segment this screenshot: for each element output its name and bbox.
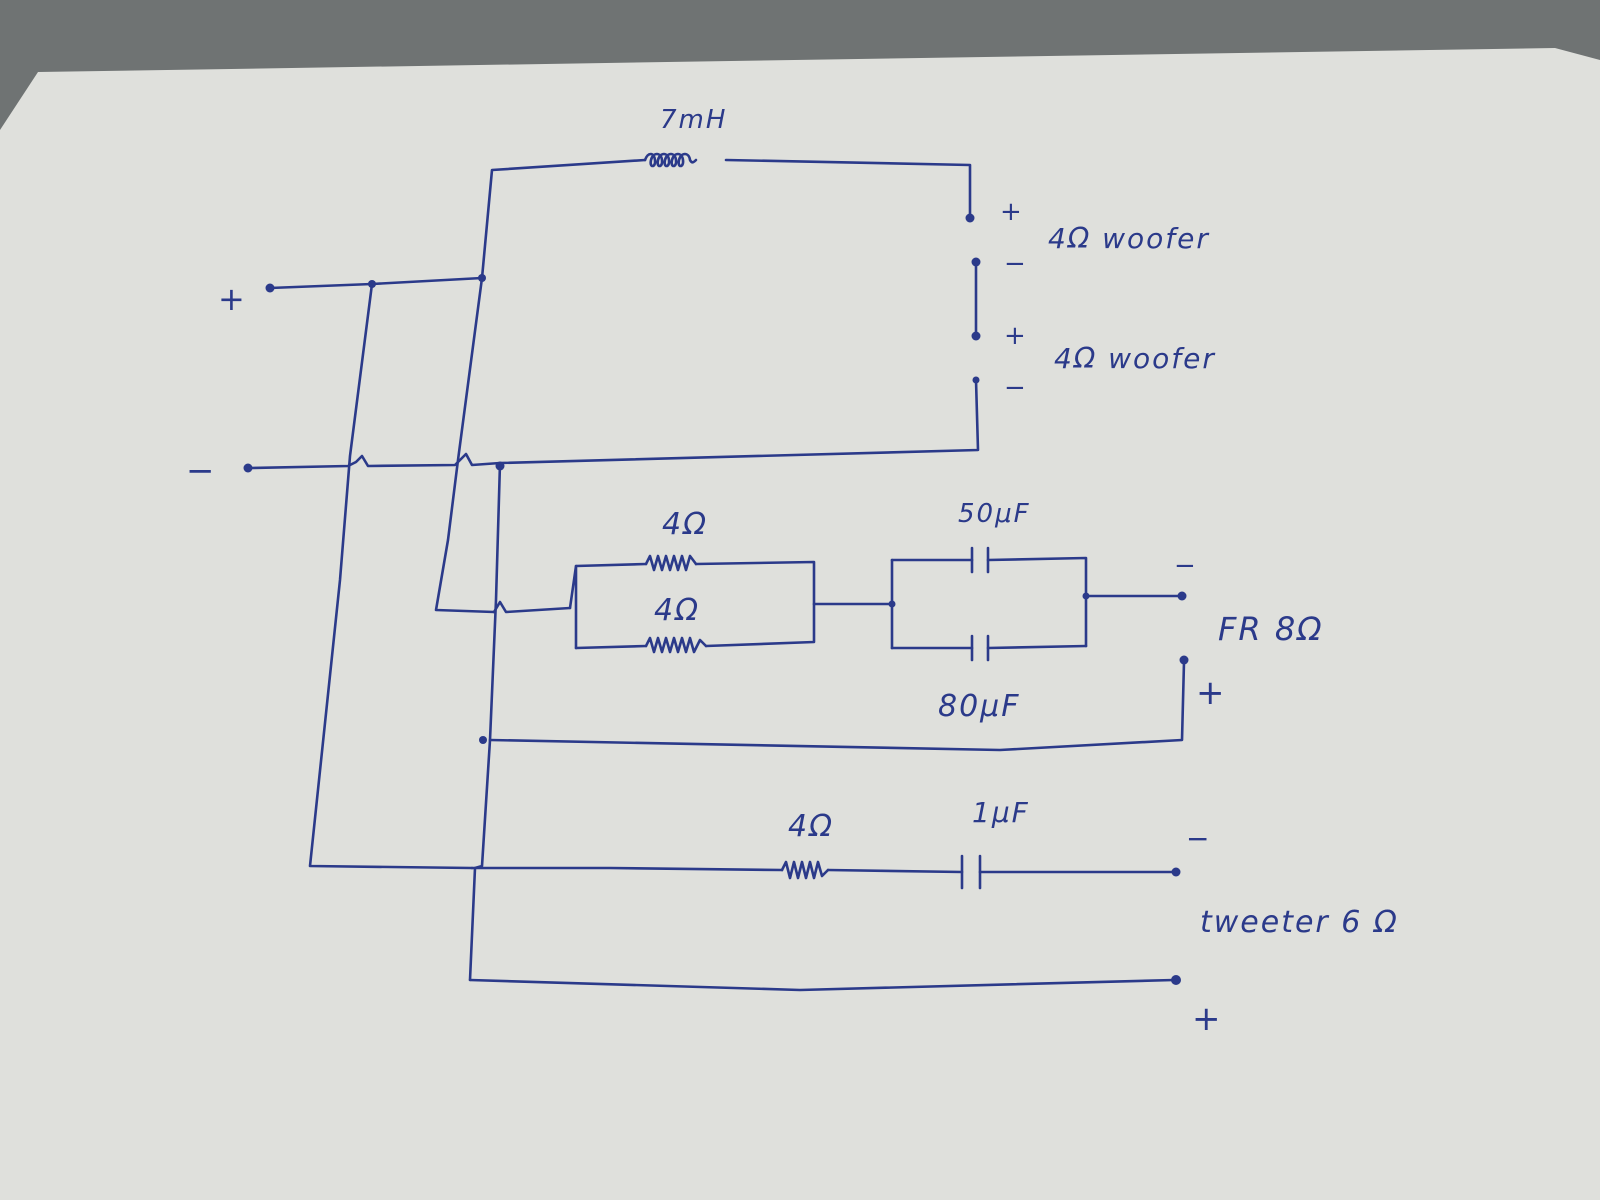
- woofer2-plus-terminal: [971, 331, 981, 341]
- inductor-coil: [643, 152, 698, 168]
- cap-top-label: 50μF: [958, 499, 1031, 529]
- tweeter-cap-label: 1μF: [972, 796, 1030, 829]
- paper-sheet: [0, 48, 1600, 1200]
- cap-bottom-label: 80μF: [938, 689, 1021, 724]
- res-top-wire-left: [574, 562, 648, 568]
- tweeter-plus-terminal: [1171, 975, 1181, 985]
- woofer1-minus-label: −: [1004, 249, 1028, 279]
- woofer2-minus-terminal: [972, 376, 980, 384]
- input-plus-label: +: [218, 280, 247, 318]
- input-minus-terminal: [243, 463, 253, 473]
- woofer1-label: 4Ω woofer: [1048, 222, 1210, 255]
- woofer2-label: 4Ω woofer: [1054, 342, 1216, 375]
- woofer2-plus-label: +: [1004, 321, 1028, 351]
- tweeter-plus-label: +: [1192, 999, 1223, 1039]
- resistor-bottom-zigzag: [644, 636, 708, 654]
- tweeter-feed-wire: [470, 866, 784, 872]
- tweeter-minus-label: −: [1186, 822, 1211, 855]
- fr-plus-label: +: [1196, 673, 1227, 713]
- fr-minus-terminal: [1177, 591, 1187, 601]
- junction-res-cap: [888, 600, 896, 608]
- tweeter-label: tweeter 6 Ω: [1200, 905, 1399, 940]
- junction-cap-out: [1082, 592, 1090, 600]
- junction-plus-1: [368, 280, 376, 288]
- plus-to-fr-bus: [434, 276, 496, 614]
- input-minus-label: −: [186, 451, 217, 491]
- tweeter-return-wire: [468, 978, 1176, 992]
- tweeter-minus-terminal: [1171, 867, 1181, 877]
- woofer2-minus-label: −: [1004, 373, 1028, 403]
- woofer-return-wire: [498, 378, 980, 465]
- components: [643, 152, 990, 890]
- tweeter-res-label: 4Ω: [788, 809, 834, 844]
- resistor-top-zigzag: [644, 554, 698, 572]
- woofer1-minus-terminal: [971, 257, 981, 267]
- plus-to-inductor-wire: [480, 158, 647, 280]
- minus-bus: [468, 461, 502, 982]
- junction-plus-2: [478, 274, 486, 282]
- junctions: [243, 213, 1189, 985]
- woofer1-plus-terminal: [965, 213, 975, 223]
- cap-top-wire-right: [986, 556, 1088, 648]
- plus-to-tweeter-bus: [308, 282, 474, 870]
- labels: 7mH + − + − 4Ω woofer + − 4Ω woofer 4Ω 4…: [186, 105, 1399, 1039]
- wires: [248, 158, 1186, 992]
- tweeter-res-to-cap-wire: [826, 868, 964, 874]
- junction-minus-bus: [495, 461, 505, 471]
- res-bottom-label: 4Ω: [654, 593, 700, 628]
- cap-bottom-wire-right: [986, 644, 1088, 650]
- fr-minus-label: −: [1174, 551, 1198, 581]
- inductor-to-woofer-wire: [724, 158, 972, 220]
- fr-plus-terminal: [1179, 655, 1189, 665]
- fr-return-wire: [488, 660, 1186, 752]
- tweeter-resistor-zigzag: [780, 860, 830, 880]
- junction-fr-return: [479, 736, 487, 744]
- woofer1-plus-label: +: [1000, 197, 1024, 227]
- inductor-label: 7mH: [660, 105, 727, 135]
- res-top-wire-right: [694, 560, 816, 648]
- input-minus-wire: [248, 452, 502, 470]
- res-bottom-wire-left: [574, 644, 648, 650]
- input-plus-terminal: [265, 283, 275, 293]
- fr-label: FR 8Ω: [1218, 610, 1324, 648]
- res-top-label: 4Ω: [662, 507, 708, 542]
